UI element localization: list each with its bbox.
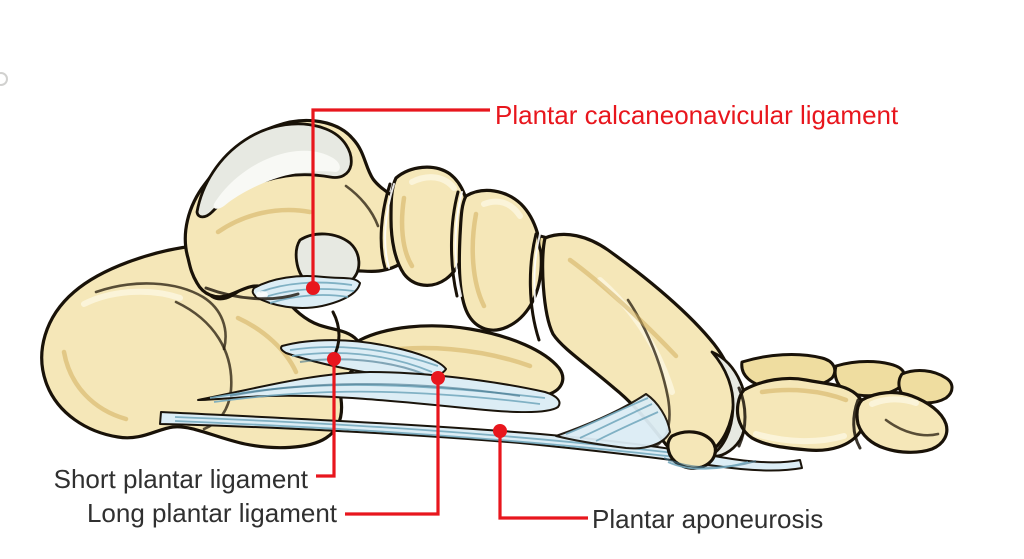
plantar-aponeurosis-marker-dot [493,424,507,438]
long-plantar-ligament-band [197,371,561,414]
short-plantar-ligament-leader-line [316,363,336,478]
joint-lines [204,182,862,450]
plantar-aponeurosis-label: Plantar aponeurosis [592,504,823,534]
long-plantar-ligament-marker-dot [431,371,445,385]
plantar-calcaneonavicular-ligament-leader-line [311,108,490,284]
short-plantar-ligament-marker-dot [327,352,341,366]
annotation-layer: Plantar calcaneonavicular ligamentShort … [54,100,899,534]
sesamoid-bone [663,430,757,470]
long-plantar-ligament-label: Long plantar ligament [87,498,338,528]
plantar-calcaneonavicular-ligament-marker-dot [306,281,320,295]
plantar-aponeurosis-leader-line [498,435,588,520]
proximal-phalanx-bone [735,376,867,452]
plantar-calcaneonavicular-ligament-label: Plantar calcaneonavicular ligament [495,100,899,130]
short-plantar-ligament-label: Short plantar ligament [54,464,309,494]
edge-artifact [0,72,8,86]
navicular-bone [389,165,471,287]
spring-ligament-band [251,275,361,309]
cuneiform-bone [457,188,543,332]
distal-phalanx-bone [855,390,949,454]
mtp-cartilage [708,350,748,458]
long-plantar-ligament-leader-line [345,382,440,516]
